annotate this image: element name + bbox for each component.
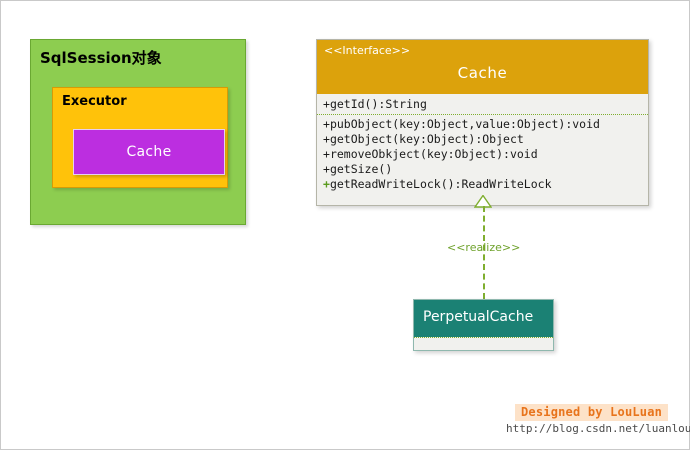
class-member-row: +removeObkject(key:Object):void: [323, 147, 648, 162]
member-signature: getId():String: [329, 97, 427, 111]
watermark-url: http://blog.csdn.net/luanlouis: [506, 422, 690, 435]
cache-instance-box: Cache: [73, 129, 225, 175]
visibility-marker: +: [323, 162, 330, 176]
member-signature: getObject(key:Object):Object: [329, 132, 524, 146]
visibility-marker: +: [323, 147, 330, 161]
executor-group-label: Executor: [62, 94, 127, 109]
sqlsession-group-label: SqlSession对象: [40, 49, 162, 67]
member-signature: pubObject(key:Object,value:Object):void: [329, 117, 600, 131]
cache-interface-stereotype: <<Interface>>: [324, 44, 411, 57]
visibility-marker: +: [323, 117, 330, 131]
perpetualcache-class-header: PerpetualCache: [414, 300, 553, 337]
cache-instance-label: Cache: [126, 144, 172, 160]
cache-interface-header: <<Interface>> Cache: [317, 40, 648, 94]
executor-group-box: Executor Cache: [52, 87, 228, 188]
cache-interface-attribute-compartment: +getId():String: [317, 94, 648, 115]
realize-relationship-label: <<realize>>: [447, 241, 521, 254]
class-member-row: +getId():String: [323, 97, 648, 112]
cache-interface-box: <<Interface>> Cache +getId():String +pub…: [316, 39, 649, 206]
visibility-marker: +: [323, 177, 330, 191]
perpetualcache-class-name: PerpetualCache: [423, 309, 534, 325]
cache-interface-name: Cache: [457, 64, 508, 82]
realize-connector-line: [483, 206, 485, 299]
class-member-row: +getReadWriteLock():ReadWriteLock: [323, 177, 648, 192]
sqlsession-group-box: SqlSession对象 Executor Cache: [30, 39, 246, 225]
class-member-row: +getObject(key:Object):Object: [323, 132, 648, 147]
cache-interface-operation-compartment: +pubObject(key:Object,value:Object):void…: [317, 115, 648, 194]
class-member-row: +getSize(): [323, 162, 648, 177]
watermark-badge: Designed by LouLuan: [515, 404, 669, 421]
visibility-marker: +: [323, 97, 330, 111]
perpetualcache-member-compartment: [414, 337, 553, 350]
class-member-row: +pubObject(key:Object,value:Object):void: [323, 117, 648, 132]
visibility-marker: +: [323, 132, 330, 146]
member-signature: getSize(): [329, 162, 393, 176]
perpetualcache-class-box: PerpetualCache: [413, 299, 554, 351]
member-signature: removeObkject(key:Object):void: [329, 147, 538, 161]
member-signature: getReadWriteLock():ReadWriteLock: [329, 177, 552, 191]
